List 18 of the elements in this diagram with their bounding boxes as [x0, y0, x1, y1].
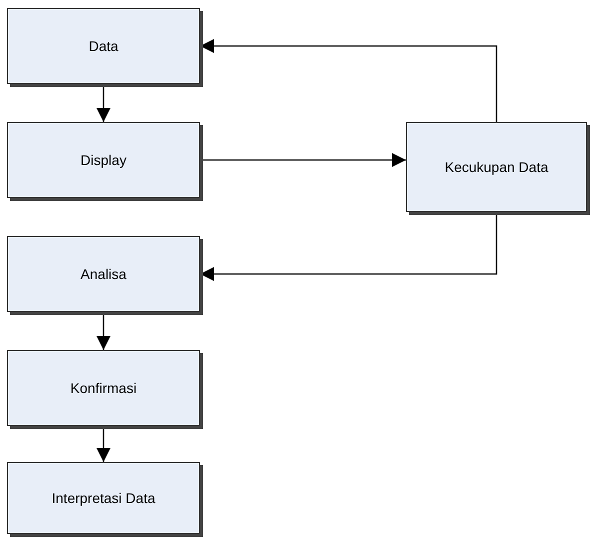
process-box — [7, 350, 200, 426]
arrow — [200, 212, 498, 281]
box-label: Interpretasi Data — [52, 490, 156, 506]
box-label: Konfirmasi — [70, 380, 137, 396]
process-box — [7, 462, 200, 534]
process-box — [406, 122, 587, 212]
arrow — [96, 312, 110, 350]
process-box — [7, 8, 200, 84]
arrow — [96, 84, 110, 122]
box-label: Display — [80, 152, 126, 168]
process-box — [7, 122, 200, 198]
box-label: Kecukupan Data — [444, 159, 548, 175]
arrow — [96, 426, 110, 462]
arrow — [200, 153, 406, 167]
process-box — [7, 236, 200, 312]
arrow — [200, 39, 498, 122]
box-label: Data — [88, 38, 118, 54]
box-label: Analisa — [80, 266, 126, 282]
